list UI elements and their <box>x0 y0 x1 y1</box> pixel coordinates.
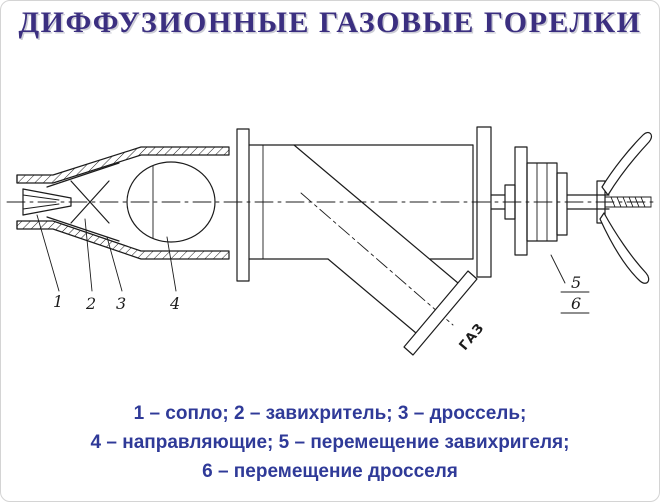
page-title: ДИФФУЗИОННЫЕ ГАЗОВЫЕ ГОРЕЛКИ <box>18 6 642 39</box>
gas-label: ГАЗ <box>457 320 488 353</box>
part-label-5: 5 <box>571 273 581 292</box>
burner-diagram: 1 2 3 4 5 6 ГАЗ <box>1 89 659 397</box>
nozzle <box>22 188 72 216</box>
gas-inlet-pipe <box>293 144 478 356</box>
legend-line-2: 4 – направляющие; 5 – перемещение завихр… <box>90 432 570 453</box>
burner-diagram-svg: 1 2 3 4 5 6 ГАЗ <box>6 126 656 356</box>
guide-body <box>126 161 216 243</box>
legend-line-3: 6 – перемещение дросселя <box>202 461 458 482</box>
control-handle <box>599 131 653 284</box>
adjustment-assembly <box>476 126 610 278</box>
leader-lines <box>36 214 590 314</box>
part-label-2: 2 <box>85 294 96 313</box>
branch-centerline <box>300 192 454 326</box>
legend: 1 – сопло; 2 – завихритель; 3 – дроссель… <box>1 399 659 486</box>
part-label-3: 3 <box>116 294 126 313</box>
swirler <box>70 180 110 224</box>
threaded-spindle <box>604 196 652 208</box>
part-label-1: 1 <box>53 292 63 311</box>
main-tube <box>248 144 474 260</box>
outer-shell <box>16 146 230 260</box>
part-label-4: 4 <box>169 294 180 313</box>
head-flange <box>236 128 250 282</box>
part-label-6: 6 <box>571 294 581 313</box>
legend-line-1: 1 – сопло; 2 – завихритель; 3 – дроссель… <box>133 403 527 424</box>
gas-inlet-flange <box>403 270 478 356</box>
